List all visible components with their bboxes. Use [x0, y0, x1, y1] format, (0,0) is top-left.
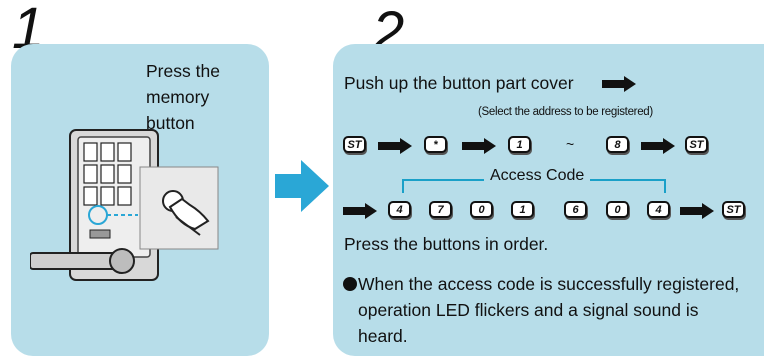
key-6: 6 [564, 201, 587, 218]
key-4: 4 [388, 201, 411, 218]
key-st: ST [685, 136, 708, 153]
key-4: 4 [647, 201, 670, 218]
step-1-line-3: button [146, 113, 195, 133]
bullet-icon [343, 277, 357, 291]
press-instruction: Press the buttons in order. [344, 234, 549, 254]
key-1: 1 [508, 136, 531, 153]
key-st: ST [722, 201, 745, 218]
range-tilde: ~ [566, 136, 575, 152]
key-7: 7 [429, 201, 452, 218]
key-8: 8 [606, 136, 629, 153]
address-note: (Select the address to be registered) [478, 106, 653, 118]
door-lock-illustration [30, 129, 219, 281]
result-line-1: When the access code is successfully reg… [358, 274, 740, 294]
arrow-icon [602, 76, 636, 92]
arrow-icon [378, 138, 412, 154]
key-1: 1 [511, 201, 534, 218]
key-star: * [424, 136, 447, 153]
arrow-icon [641, 138, 675, 154]
result-line-3: heard. [358, 326, 408, 346]
arrow-icon [462, 138, 496, 154]
step-1-line-1: Press the [146, 61, 220, 81]
result-line-2: operation LED flickers and a signal soun… [358, 300, 699, 320]
arrow-icon [343, 203, 377, 219]
cover-instruction: Push up the button part cover [344, 73, 574, 93]
step-1-line-2: memory [146, 87, 210, 107]
key-st: ST [343, 136, 366, 153]
key-0: 0 [606, 201, 629, 218]
access-code-label: Access Code [484, 167, 591, 185]
step-2-panel [333, 44, 764, 356]
arrow-icon [680, 203, 714, 219]
key-0: 0 [470, 201, 493, 218]
next-step-arrow-icon [275, 160, 329, 212]
